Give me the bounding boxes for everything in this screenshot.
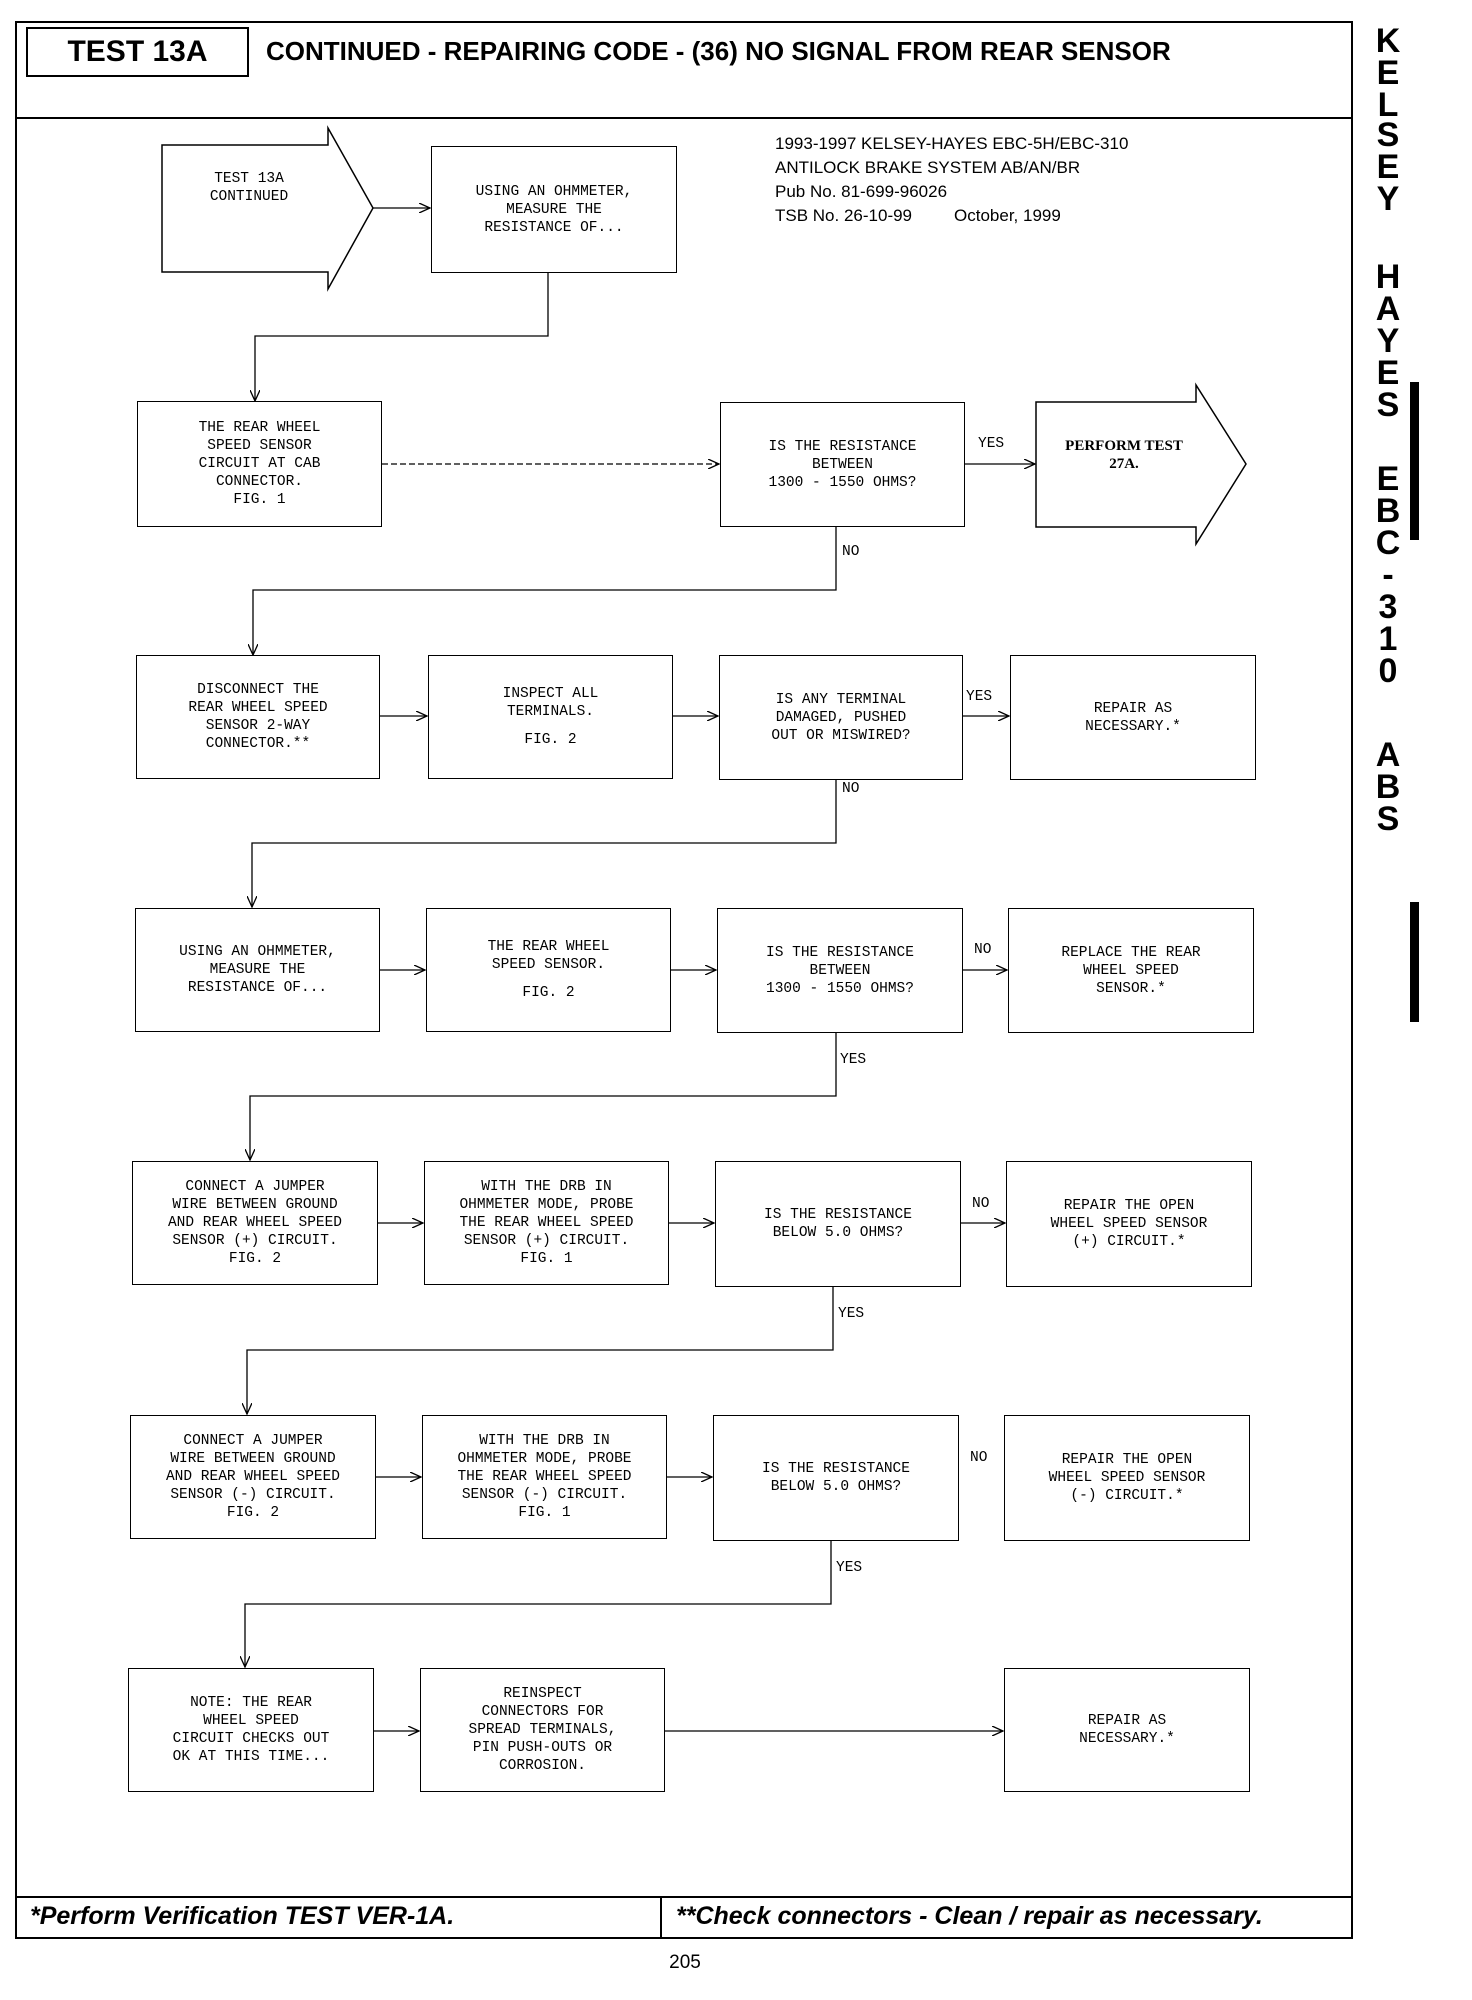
yes-label-q3: YES: [838, 1052, 869, 1068]
test-id: TEST 13A: [26, 27, 249, 77]
decision-resistance-1300-1550-sensor: IS THE RESISTANCE BETWEEN 1300 - 1550 OH…: [717, 908, 963, 1033]
side-marker-bar-1: [1410, 382, 1419, 540]
side-letter: E: [1376, 460, 1400, 498]
publication-info: 1993-1997 KELSEY-HAYES EBC-5H/EBC-310 AN…: [775, 132, 1128, 228]
side-marker-bar-2: [1410, 902, 1419, 1022]
no-label-q2: NO: [840, 781, 862, 797]
side-letter: 0: [1378, 652, 1398, 690]
side-letter: S: [1376, 800, 1400, 838]
pub-line-2: ANTILOCK BRAKE SYSTEM AB/AN/BR: [775, 158, 1081, 177]
perform-test-27a: PERFORM TEST 27A.: [1065, 438, 1183, 472]
pub-date: October, 1999: [954, 206, 1061, 225]
side-letter: B: [1375, 492, 1401, 530]
side-letter: Y: [1376, 180, 1400, 218]
page-frame: [15, 21, 1353, 1939]
side-letter: 1: [1378, 620, 1398, 658]
side-letter: L: [1377, 86, 1399, 124]
side-letter: C: [1375, 524, 1401, 562]
node-inspect-terminals-fig: FIG. 2: [524, 732, 577, 748]
footer-divider: [15, 1896, 1353, 1898]
node-probe-plus: WITH THE DRB IN OHMMETER MODE, PROBE THE…: [424, 1161, 669, 1285]
node-repair-open-plus: REPAIR THE OPEN WHEEL SPEED SENSOR (+) C…: [1006, 1161, 1252, 1287]
node-rear-wheel-speed-sensor-text: THE REAR WHEEL SPEED SENSOR.: [487, 939, 610, 973]
node-replace-rear-sensor: REPLACE THE REAR WHEEL SPEED SENSOR.*: [1008, 908, 1254, 1033]
page-title: CONTINUED - REPAIRING CODE - (36) NO SIG…: [266, 36, 1171, 66]
side-letter: 3: [1378, 588, 1398, 626]
footer-separator: [660, 1896, 662, 1939]
node-rear-wheel-speed-sensor: THE REAR WHEEL SPEED SENSOR. FIG. 2: [426, 908, 671, 1032]
pub-line-1: 1993-1997 KELSEY-HAYES EBC-5H/EBC-310: [775, 134, 1129, 153]
yes-label-q2: YES: [964, 689, 995, 705]
node-jumper-minus: CONNECT A JUMPER WIRE BETWEEN GROUND AND…: [130, 1415, 376, 1539]
node-probe-minus: WITH THE DRB IN OHMMETER MODE, PROBE THE…: [422, 1415, 667, 1539]
decision-below-5-ohms-minus: IS THE RESISTANCE BELOW 5.0 OHMS?: [713, 1415, 959, 1541]
side-letter: S: [1376, 116, 1400, 154]
node-repair-as-necessary-2: REPAIR AS NECESSARY.*: [1004, 1668, 1250, 1792]
no-label-q3: NO: [972, 942, 994, 958]
side-letter: K: [1375, 22, 1401, 60]
side-letter: B: [1375, 768, 1401, 806]
side-letter: E: [1376, 354, 1400, 392]
side-letter: S: [1376, 386, 1400, 424]
node-repair-open-minus: REPAIR THE OPEN WHEEL SPEED SENSOR (-) C…: [1004, 1415, 1250, 1541]
node-measure-resistance-1: USING AN OHMMETER, MEASURE THE RESISTANC…: [431, 146, 677, 273]
side-letter: E: [1376, 148, 1400, 186]
node-disconnect-2-way: DISCONNECT THE REAR WHEEL SPEED SENSOR 2…: [136, 655, 380, 779]
side-letter: H: [1375, 258, 1401, 296]
node-inspect-terminals-text: INSPECT ALL TERMINALS.: [502, 686, 599, 720]
node-reinspect-connectors: REINSPECT CONNECTORS FOR SPREAD TERMINAL…: [420, 1668, 665, 1792]
start-node-text: TEST 13A CONTINUED: [209, 171, 289, 205]
node-circuit-checks-ok: NOTE: THE REAR WHEEL SPEED CIRCUIT CHECK…: [128, 1668, 374, 1792]
page-number: 205: [669, 1952, 701, 1973]
start-arrow-shape: [161, 125, 374, 292]
perform-arrow-shape: [1035, 382, 1247, 547]
node-jumper-plus: CONNECT A JUMPER WIRE BETWEEN GROUND AND…: [132, 1161, 378, 1285]
no-label-q5: NO: [968, 1450, 990, 1466]
pub-line-4: TSB No. 26-10-99 October, 1999: [775, 204, 1128, 228]
side-letter: Y: [1376, 322, 1400, 360]
footer-note-verification: *Perform Verification TEST VER-1A.: [30, 1902, 455, 1930]
node-rear-wheel-speed-sensor-fig: FIG. 2: [522, 985, 575, 1001]
footer-note-connectors: **Check connectors - Clean / repair as n…: [676, 1902, 1263, 1930]
node-repair-as-necessary-1: REPAIR AS NECESSARY.*: [1010, 655, 1256, 780]
no-label-q1: NO: [840, 544, 862, 560]
yes-label-q1: YES: [976, 436, 1007, 452]
yes-label-q5: YES: [834, 1560, 865, 1576]
side-letter: A: [1375, 736, 1401, 774]
node-measure-resistance-2: USING AN OHMMETER, MEASURE THE RESISTANC…: [135, 908, 380, 1032]
decision-terminal-damaged: IS ANY TERMINAL DAMAGED, PUSHED OUT OR M…: [719, 655, 963, 780]
yes-label-q4: YES: [836, 1306, 867, 1322]
tsb-number: TSB No. 26-10-99: [775, 206, 913, 225]
side-letter: E: [1376, 54, 1400, 92]
no-label-q4: NO: [970, 1196, 992, 1212]
header-divider: [15, 117, 1353, 119]
side-letter: -: [1382, 556, 1394, 594]
pub-line-3: Pub No. 81-699-96026: [775, 182, 948, 201]
decision-resistance-1300-1550-cab: IS THE RESISTANCE BETWEEN 1300 - 1550 OH…: [720, 402, 965, 527]
node-inspect-terminals: INSPECT ALL TERMINALS. FIG. 2: [428, 655, 673, 779]
decision-below-5-ohms-plus: IS THE RESISTANCE BELOW 5.0 OHMS?: [715, 1161, 961, 1287]
side-letter: A: [1375, 290, 1401, 328]
node-cab-connector: THE REAR WHEEL SPEED SENSOR CIRCUIT AT C…: [137, 401, 382, 527]
